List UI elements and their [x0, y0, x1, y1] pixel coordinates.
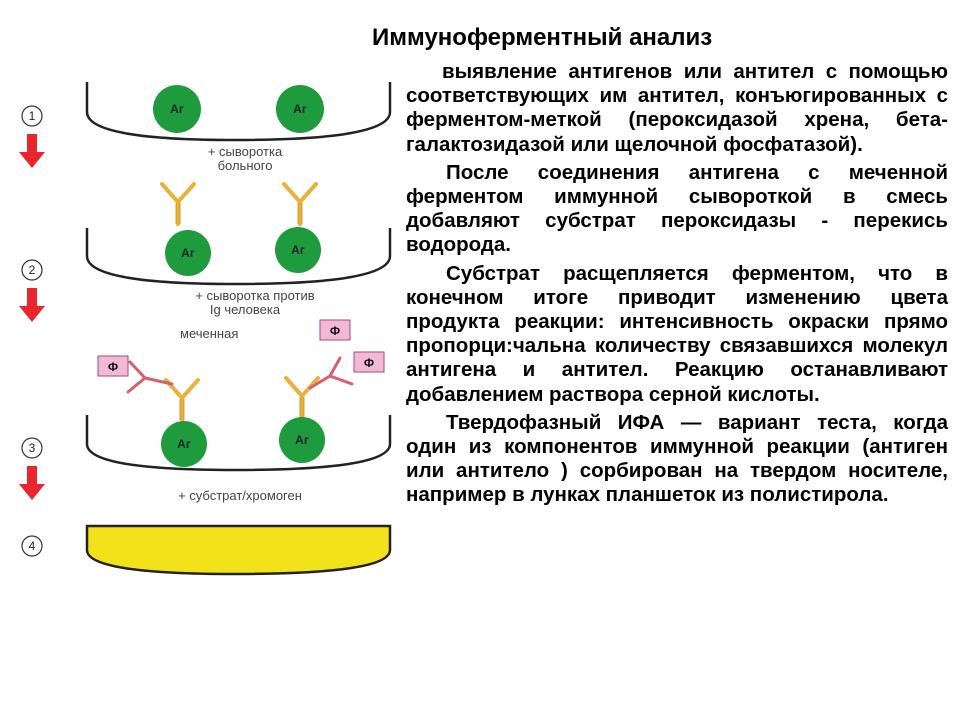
- svg-text:Ф: Ф: [330, 324, 340, 338]
- step-4-marker: 4: [21, 535, 43, 557]
- label-serum-patient-1: + сыворотка: [208, 144, 283, 159]
- svg-text:Аг: Аг: [291, 243, 305, 257]
- down-arrow-2-icon: [19, 288, 45, 322]
- antigen-well2-left: Аг: [165, 230, 211, 276]
- paragraph-substrate-addition: После соединения антигена с меченной фер…: [406, 160, 948, 257]
- text-column: выявление антигенов или антител с помощь…: [406, 60, 948, 508]
- svg-text:Ф: Ф: [108, 360, 118, 374]
- antigen-well1-left: Аг: [153, 85, 201, 133]
- page-title: Иммуноферментный анализ: [372, 24, 713, 51]
- svg-text:Ф: Ф: [364, 356, 374, 370]
- antigen-well2-right: Аг: [275, 227, 321, 273]
- antibody-well2-left: [160, 182, 196, 226]
- enzyme-legend-box: Ф: [319, 319, 351, 341]
- paragraph-solid-phase: Твердофазный ИФА — вариант теста, когда …: [406, 410, 948, 507]
- step-3-marker: 3: [21, 437, 43, 459]
- antigen-well3-right: Аг: [279, 417, 325, 463]
- labeled-antibody-left: [126, 360, 174, 394]
- well-1: [85, 82, 392, 142]
- svg-text:Аг: Аг: [293, 102, 307, 116]
- well-2: [85, 228, 392, 286]
- step-1-marker: 1: [21, 105, 43, 127]
- svg-text:Аг: Аг: [295, 433, 309, 447]
- step-1-number: 1: [29, 109, 36, 123]
- step-3-number: 3: [29, 441, 36, 455]
- label-anti-ig-1: + сыворотка против: [195, 288, 314, 303]
- step-4-number: 4: [29, 539, 36, 553]
- svg-text:Аг: Аг: [177, 437, 191, 451]
- svg-text:Аг: Аг: [181, 246, 195, 260]
- paragraph-definition: выявление антигенов или антител с помощь…: [406, 60, 948, 156]
- paragraph-color-change: Субстрат расщепляется ферментом, что в к…: [406, 261, 948, 406]
- antigen-well1-right: Аг: [276, 85, 324, 133]
- antibody-well3-right: [284, 376, 320, 420]
- label-anti-ig-2: Ig человека: [210, 302, 281, 317]
- antigen-well3-left: Аг: [161, 421, 207, 467]
- down-arrow-3-icon: [19, 466, 45, 500]
- antibody-well2-right: [282, 182, 318, 226]
- enzyme-conjugate-left: Ф: [97, 355, 129, 377]
- antibody-well3-left: [164, 378, 200, 422]
- label-substrate: + субстрат/хромоген: [178, 488, 302, 503]
- svg-text:Аг: Аг: [170, 102, 184, 116]
- step-2-marker: 2: [21, 259, 43, 281]
- well-4-colored-product: [85, 524, 392, 576]
- ifa-scheme-diagram: 1 2 3 4 Аг Аг + сыворотка больного Аг Аг: [19, 82, 392, 576]
- well-3: [85, 415, 392, 472]
- enzyme-conjugate-right: Ф: [353, 351, 385, 373]
- labeled-antibody-right: [308, 356, 354, 390]
- label-labeled: меченная: [180, 326, 238, 341]
- label-serum-patient-2: больного: [218, 158, 273, 173]
- step-2-number: 2: [29, 263, 36, 277]
- down-arrow-1-icon: [19, 134, 45, 168]
